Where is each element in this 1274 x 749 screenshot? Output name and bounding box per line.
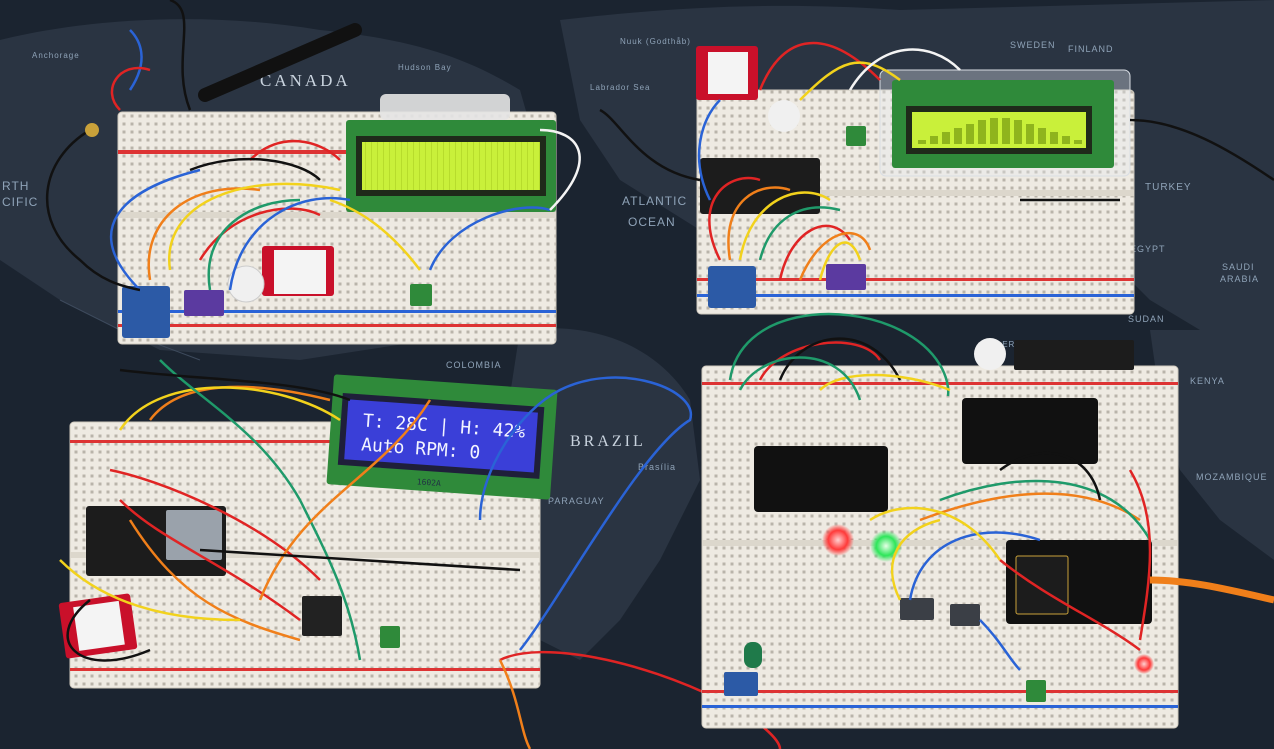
esp8266-shield — [1015, 555, 1069, 615]
map-label-ocean: OCEAN — [628, 215, 676, 229]
map-label-pacific: CIFIC — [2, 195, 38, 209]
sensor-small-1 — [900, 598, 934, 620]
lcd-module-bottom-left — [326, 374, 558, 500]
map-label-brazil: BRAZIL — [570, 433, 646, 450]
map-label-nuuk: Nuuk (Godthåb) — [620, 37, 691, 46]
led-red-glow — [822, 524, 854, 556]
map-label-sweden: SWEDEN — [1010, 40, 1056, 50]
map-label-colombia: COLOMBIA — [446, 360, 502, 370]
map-label-labrador: Labrador Sea — [590, 83, 650, 92]
led-red-small-glow — [1134, 654, 1154, 674]
module-green-bottom-left — [380, 626, 400, 648]
wires-top-right — [599, 41, 1274, 281]
lcd-bar-graph — [918, 118, 1082, 144]
mcu-board-right-bottom-right — [962, 398, 1098, 464]
sensor-small-2 — [950, 604, 980, 626]
map-label-hudson: Hudson Bay — [398, 63, 452, 72]
mcu-board-left-bottom-right — [754, 446, 888, 512]
map-label-atlantic: ATLANTIC — [622, 194, 687, 208]
map-label-canada: CANADA — [260, 71, 351, 90]
module-purple-top-left — [184, 290, 224, 316]
map-label-saudi: SAUDI — [1222, 262, 1255, 272]
map-label-turkey: TURKEY — [1145, 182, 1192, 193]
module-purple-top-right — [826, 264, 866, 290]
map-label-nigeria: NIGERIA — [985, 340, 1025, 349]
module-blue-top-left — [122, 286, 170, 338]
module-blue-bottom-right — [724, 672, 758, 696]
map-label-north: RTH — [2, 179, 29, 193]
map-label-sudan: SUDAN — [1128, 314, 1165, 324]
map-label-brasilia: Brasília — [638, 462, 676, 472]
map-label-paraguay: PARAGUAY — [548, 496, 605, 506]
module-green-bottom-right — [1026, 680, 1046, 702]
antenna — [198, 23, 362, 102]
antenna-connector — [85, 123, 99, 137]
map-label-arabia: ARABIA — [1220, 274, 1259, 284]
lcd-model-label: 1602A — [416, 477, 441, 488]
wires-bottom-left — [59, 359, 782, 749]
mcu-board-top-right — [700, 158, 820, 214]
map-label-anchorage: Anchorage — [32, 51, 80, 60]
module-green-top-right — [846, 126, 866, 146]
wires-top-left — [45, 0, 581, 292]
pir-sensor-top-right — [768, 100, 800, 132]
esp32-shield — [166, 510, 222, 560]
map-label-mozambique: MOZAMBIQUE — [1196, 472, 1268, 482]
sensor-dht-top-left — [262, 246, 334, 296]
sensor-strip-bottom-right — [1014, 340, 1134, 370]
map-label-egypt: EGYPT — [1130, 244, 1166, 254]
sensor-dht-top-right — [696, 46, 758, 100]
module-blue-top-right — [708, 266, 756, 308]
wires-bottom-right — [728, 312, 1274, 671]
capacitor — [744, 642, 762, 668]
ic-chip-bottom-left — [302, 596, 342, 636]
pir-sensor-top-left — [227, 265, 265, 303]
pir-sensor-bottom-right — [974, 338, 1006, 370]
lcd-module-top-left — [346, 94, 556, 212]
map-label-kenya: KENYA — [1190, 376, 1225, 386]
map-label-finland: FINLAND — [1068, 44, 1114, 54]
led-green-glow — [870, 530, 902, 562]
module-green-top-left — [410, 284, 432, 306]
